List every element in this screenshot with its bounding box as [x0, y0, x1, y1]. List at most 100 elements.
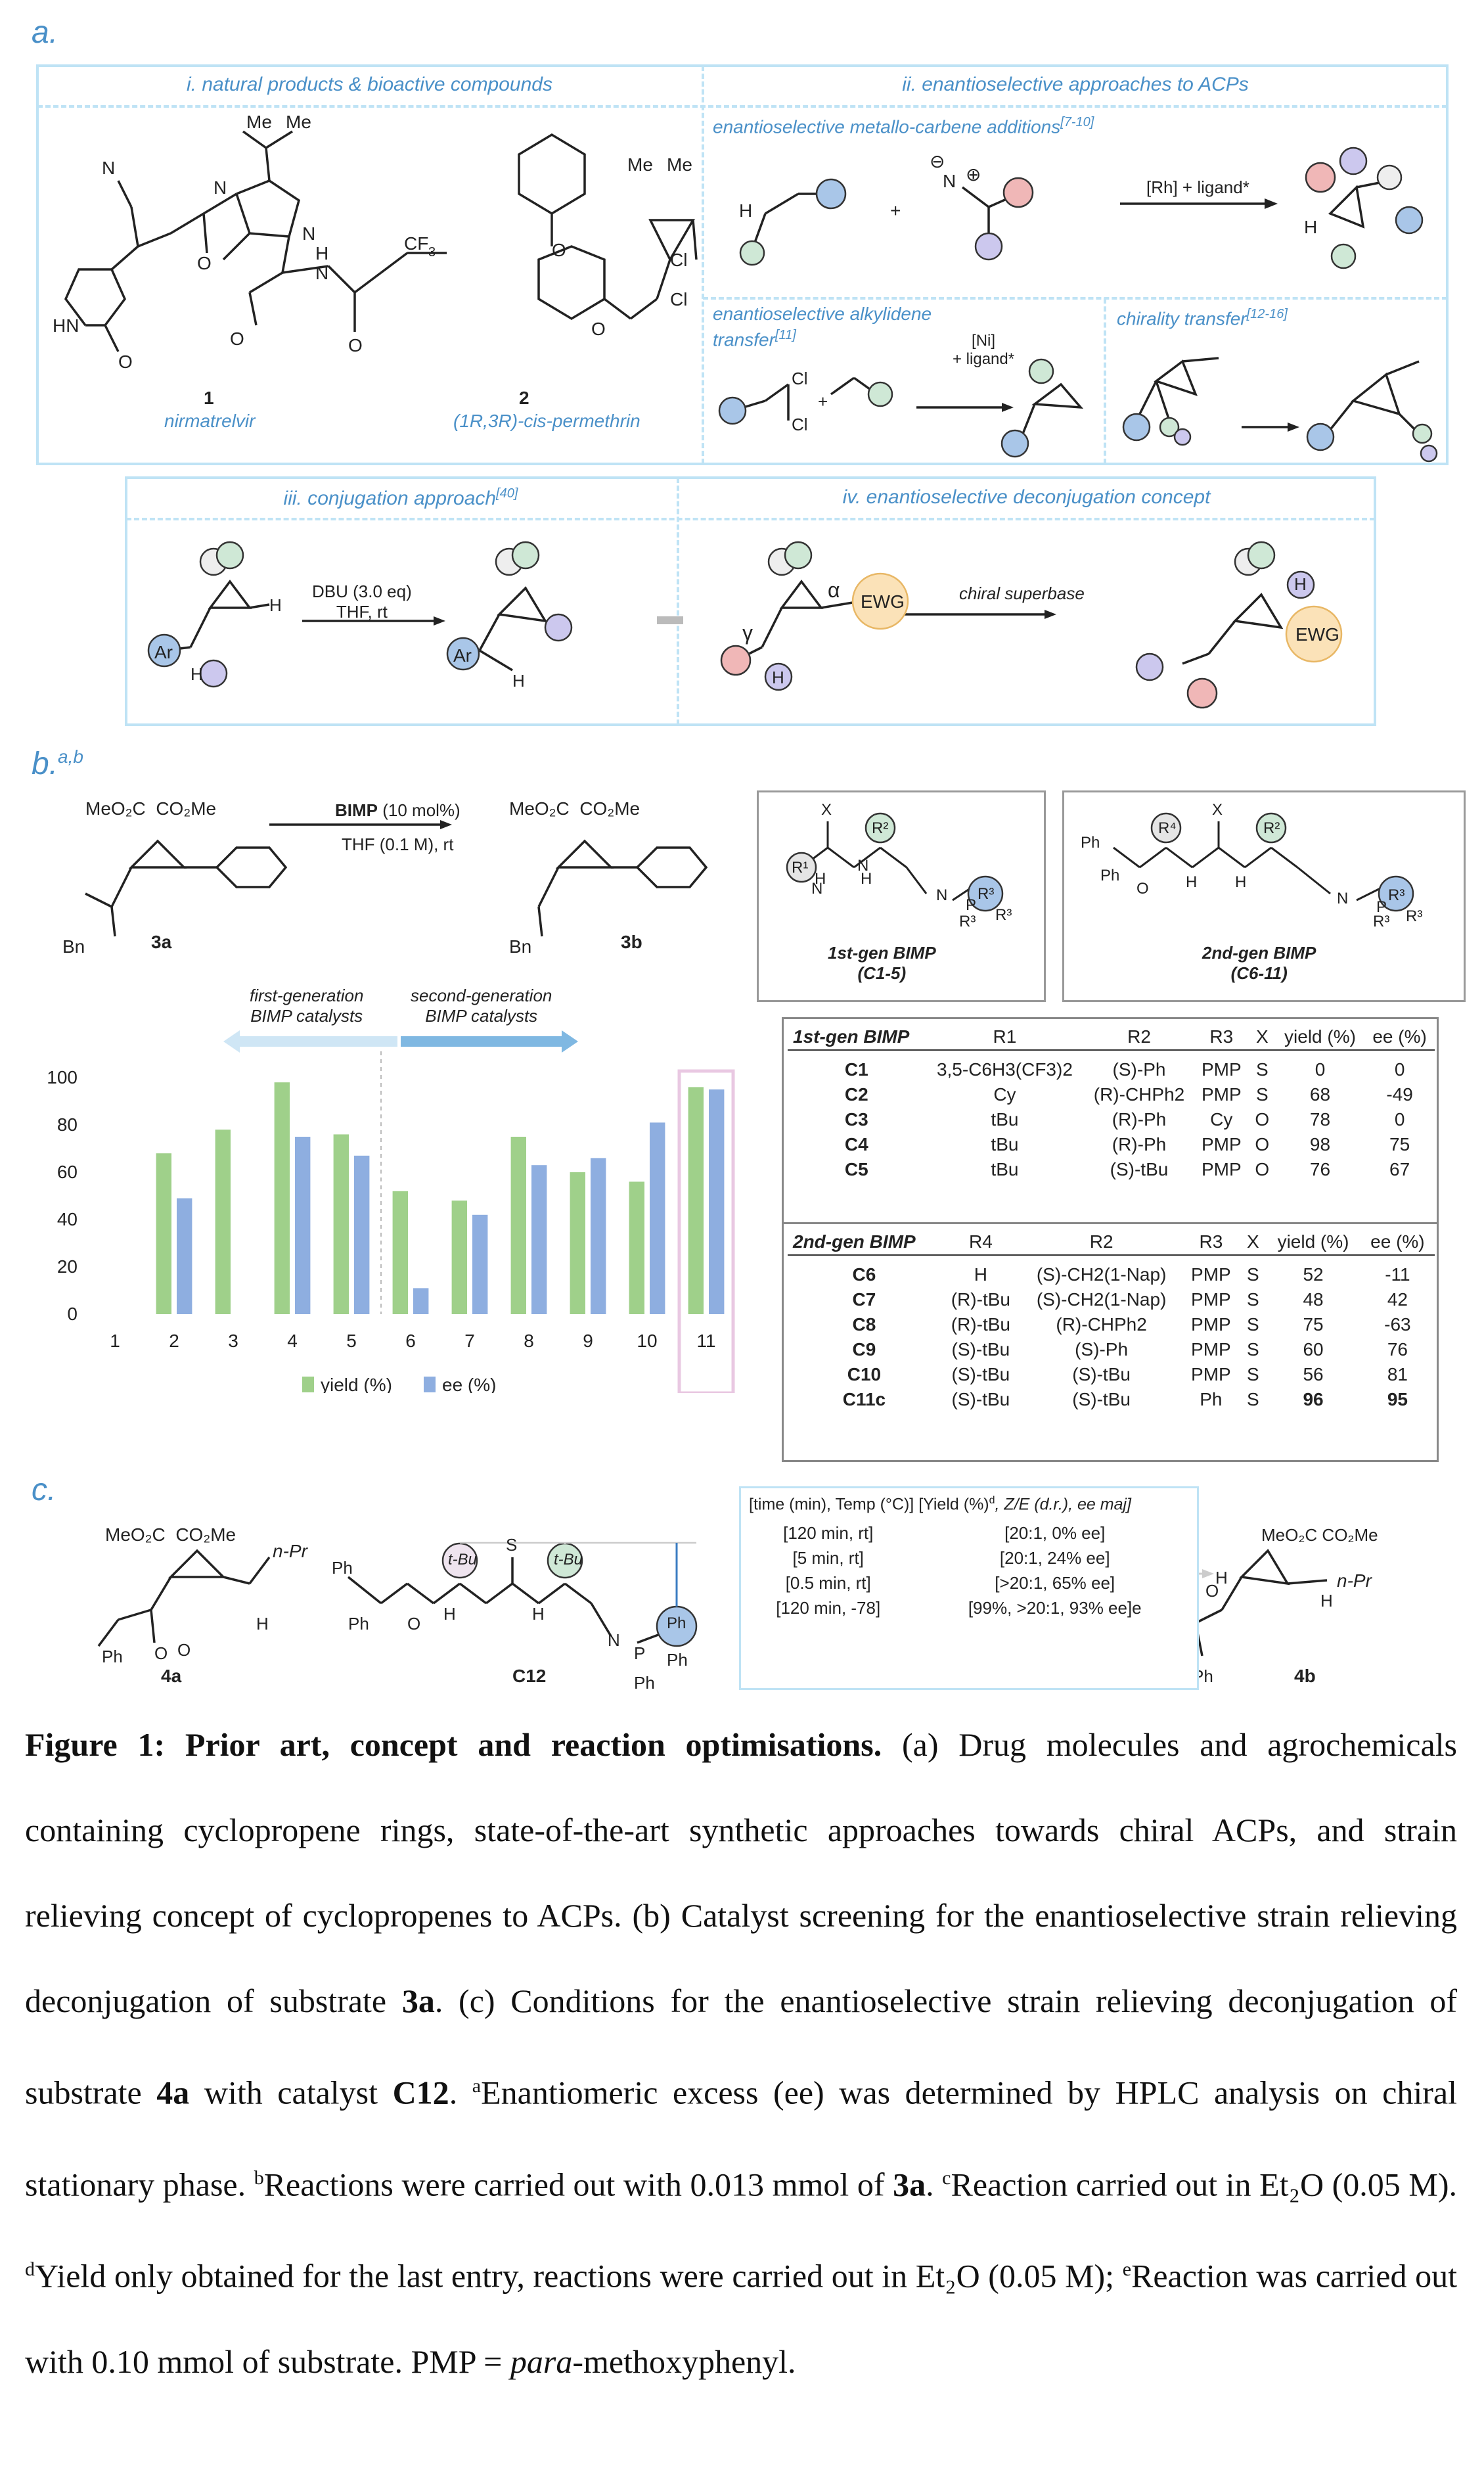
svg-text:R²: R²: [872, 819, 888, 837]
svg-text:H: H: [1294, 574, 1307, 594]
table-cell: tBu: [991, 1134, 1019, 1154]
svg-text:MeO₂C CO₂Me: MeO₂C CO₂Me: [1261, 1525, 1378, 1545]
bar-ee-11: [709, 1089, 725, 1314]
table-cell: C10: [847, 1364, 882, 1384]
prod-3b-esters: MeO₂C CO₂Me: [509, 798, 641, 819]
scheme-chirality-transfer: [1122, 357, 1438, 463]
svg-text:O: O: [552, 240, 566, 260]
table-cell: S: [1247, 1364, 1259, 1384]
bn-label-2: Bn: [509, 936, 532, 957]
svg-text:R²: R²: [1263, 819, 1280, 837]
svg-text:O: O: [154, 1643, 168, 1663]
table-cell: PMP: [1191, 1339, 1231, 1360]
grey-transition-arrow: [657, 616, 683, 624]
table-cell: (S)-tBu: [951, 1364, 1010, 1384]
table-cell: (S)-tBu: [951, 1389, 1010, 1409]
table-cell: S: [1247, 1389, 1259, 1409]
table-cell: (S)-Ph: [1112, 1059, 1166, 1080]
tbu-label-2: t-Bu: [554, 1551, 583, 1568]
bar-yield-5: [333, 1134, 349, 1314]
svg-text:R³: R³: [1373, 913, 1389, 926]
ar-label-2: Ar: [453, 645, 472, 666]
svg-text:Cl: Cl: [792, 415, 808, 434]
x-tick-label: 5: [346, 1331, 357, 1351]
table-cell: C9: [852, 1339, 876, 1360]
svg-text:Ph: Ph: [102, 1647, 123, 1666]
header-conjugation-approach: iii. conjugation approach[40]: [283, 486, 518, 509]
table-header-cell: R4: [940, 1229, 1021, 1256]
dbu-conditions: DBU (3.0 eq)THF, rt: [312, 582, 412, 622]
table-cell: PMP: [1201, 1159, 1242, 1179]
scheme-metallo-carbene: H+ N⊖⊕ H: [739, 147, 1424, 269]
caption-bold: C12: [392, 2074, 449, 2111]
svg-text:N: N: [214, 177, 227, 198]
svg-text:O: O: [591, 319, 606, 339]
table-cell: (S)-tBu: [1072, 1389, 1131, 1409]
alpha-label: α: [828, 578, 840, 602]
condition-cell: [99%, >20:1, 93% ee]e: [968, 1597, 1142, 1618]
table-cell: S: [1247, 1339, 1259, 1360]
x-tick-label: 4: [287, 1331, 298, 1351]
thf-conditions: THF (0.1 M), rt: [342, 834, 454, 854]
caption-text: Reaction was carried out with 0.10 mmol …: [25, 2257, 1457, 2380]
table-cell: 98: [1309, 1134, 1331, 1154]
tbu-label-1: t-Bu: [448, 1551, 478, 1568]
svg-text:N: N: [936, 886, 947, 904]
panel-c-letter: c.: [32, 1473, 56, 1507]
table-header-cell: R2: [1084, 1024, 1194, 1051]
table-cell: (S)-tBu: [951, 1339, 1010, 1360]
table-cell: (R)-Ph: [1112, 1109, 1167, 1130]
table-cell: C2: [844, 1084, 868, 1105]
caption-sup: b: [254, 2166, 264, 2189]
bar-yield-11: [688, 1087, 704, 1314]
npr-label-2: n-Pr: [1337, 1570, 1372, 1591]
table-header-cell: yield (%): [1275, 1024, 1365, 1051]
condition-cell: [0.5 min, rt]: [785, 1572, 871, 1593]
table-cell: C3: [844, 1109, 868, 1130]
table-header-cell: R3: [1182, 1229, 1240, 1256]
table-header-cell: X: [1240, 1229, 1267, 1256]
svg-text:H: H: [191, 664, 203, 684]
ar-label-1: Ar: [154, 642, 173, 662]
bar-ee-4: [295, 1137, 311, 1314]
table-cell: tBu: [991, 1159, 1019, 1179]
table-header-cell: ee (%): [1360, 1229, 1435, 1256]
svg-text:P: P: [634, 1643, 645, 1663]
table-cell: Ph: [1200, 1389, 1223, 1409]
table-cell: PMP: [1201, 1134, 1242, 1154]
divider: [126, 518, 1375, 520]
table-cell: O: [1255, 1159, 1270, 1179]
table-cell: 75: [1389, 1134, 1410, 1154]
table-cell: C1: [844, 1059, 868, 1080]
table-cell: -49: [1386, 1084, 1413, 1105]
svg-text:H: H: [256, 1614, 269, 1634]
y-tick-label: 0: [67, 1304, 78, 1324]
table-header-cell: X: [1248, 1024, 1276, 1051]
scheme-deconjugation: HH: [720, 541, 1343, 709]
legend-swatch: [302, 1377, 314, 1392]
x-tick-label: 3: [228, 1331, 238, 1351]
svg-text:H: H: [269, 595, 282, 615]
table-cell: -11: [1385, 1264, 1410, 1285]
table-cell: (R)-tBu: [951, 1314, 1010, 1335]
caption-text: with catalyst: [189, 2074, 393, 2111]
svg-text:H: H: [1320, 1591, 1333, 1611]
divider: [677, 478, 679, 725]
caption-text: . (c) Conditions for the enantioselectiv…: [25, 1982, 1457, 2111]
legend-label: yield (%): [321, 1375, 392, 1393]
svg-text:Me: Me: [627, 154, 653, 175]
bar-ee-2: [177, 1198, 192, 1314]
caption-text: (a) Drug molecules and agrochemicals con…: [25, 1726, 1457, 2019]
condition-cell: [120 min, -78]: [776, 1597, 881, 1618]
